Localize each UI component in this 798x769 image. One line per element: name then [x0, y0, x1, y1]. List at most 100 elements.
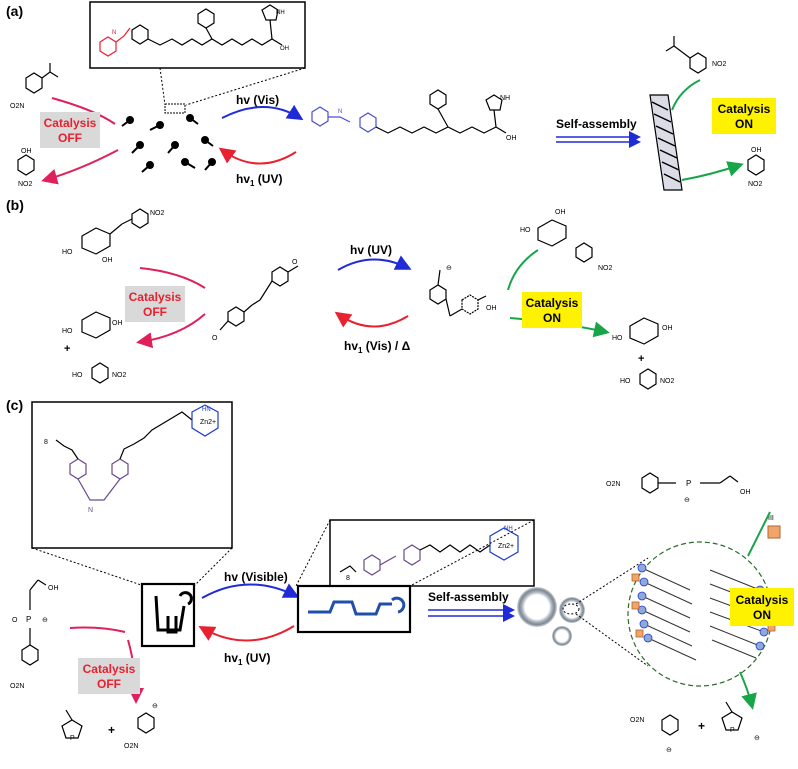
no2-b1: NO2 — [150, 210, 165, 217]
ho-b4: HO — [520, 227, 531, 234]
ho-b3: HO — [72, 372, 83, 379]
catalysis-off-box-b — [125, 286, 185, 322]
arrow-b-green-in — [507, 249, 539, 291]
zoom-line-c1-right — [191, 547, 233, 589]
oh-b5: OH — [662, 325, 673, 332]
panel-a-zoom-box — [89, 1, 306, 69]
panel-c-nitrophenolate — [137, 712, 155, 734]
oh-b2: OH — [112, 320, 123, 327]
catalysis-on-box-b — [522, 292, 582, 328]
azo-n-a2: N — [338, 109, 342, 115]
azo-n-a: N — [112, 30, 116, 36]
arrow-a-vis — [221, 104, 304, 121]
no2-b4: NO2 — [660, 378, 675, 385]
trans-cartoon-shape — [308, 600, 392, 616]
catalysis-on-b-1: Catalysis — [526, 296, 579, 310]
oh-a-right: OH — [751, 147, 762, 154]
o2n-c4: O2N — [630, 717, 644, 724]
panel-a-product — [17, 154, 35, 176]
catalysis-off-c-2: OFF — [97, 677, 121, 691]
ho-b6: HO — [620, 378, 631, 385]
nh-label-a2: NH — [500, 95, 510, 102]
zoom-line-a-right — [185, 67, 306, 106]
panel-a-fibril — [649, 94, 683, 191]
arrow-a-prod-out — [41, 149, 119, 185]
panel-c-trans-cartoon — [296, 584, 412, 634]
arrow-c-green-out — [739, 671, 757, 710]
label-c-uv: hv1 (UV) — [224, 651, 270, 667]
sub8-c2: 8 — [346, 575, 350, 582]
zoom-target-a — [164, 103, 186, 114]
no2-b3: NO2 — [598, 265, 613, 272]
panel-c-cis-amphiphile — [55, 404, 219, 501]
panel-b-label: (b) — [6, 197, 24, 213]
arrow-c-green-in — [747, 511, 771, 557]
catalysis-on-c-1: Catalysis — [736, 593, 789, 607]
panel-a-zoom-peptide — [99, 4, 283, 57]
o2n-c1: O2N — [10, 683, 24, 690]
iii-c1: III — [768, 515, 774, 522]
zoom-line-a-left — [159, 67, 166, 106]
arrow-b-prod-out — [136, 313, 206, 349]
arrow-c-vis — [201, 583, 300, 599]
panel-c-substrate-right — [641, 472, 739, 494]
minus-b1: ⊖ — [446, 265, 452, 272]
trans-cartoon-head — [390, 596, 406, 614]
catalysis-on-c-2: ON — [753, 608, 771, 622]
oh-a-left: OH — [21, 148, 32, 155]
substrate-cube — [767, 525, 781, 539]
sub8-c1: 8 — [44, 439, 48, 446]
zoom-line-c3-bottom — [575, 613, 649, 667]
oh-c3: OH — [740, 489, 751, 496]
vesicle-zoom-target — [562, 603, 580, 615]
o-minus-b2: O — [212, 335, 218, 342]
label-a-selfassembly: Self-assembly — [556, 117, 637, 131]
zn-c1: Zn2+ — [200, 419, 216, 426]
panel-b-substrate — [81, 208, 149, 255]
vesicle-mid — [559, 597, 585, 623]
panel-c-trans-amphiphile — [339, 527, 519, 576]
panel-c-substrate-left — [21, 579, 47, 666]
panel-a: (a) N OH NH — [6, 1, 776, 191]
o-minus-b1: O — [292, 259, 298, 266]
minus-c1: ⊖ — [42, 617, 48, 624]
plus-b1: + — [64, 343, 70, 355]
panel-c-label: (c) — [6, 397, 23, 413]
panel-a-monomers — [121, 114, 216, 173]
catalysis-on-a-2: ON — [735, 117, 753, 131]
ho-b2: HO — [62, 328, 73, 335]
label-c-vis: hv (Visible) — [224, 570, 288, 584]
panel-c-cis-cartoon — [140, 582, 196, 648]
p-c3: P — [686, 479, 691, 488]
oh-label-a1: OH — [280, 46, 289, 52]
oh-b1: OH — [102, 257, 113, 264]
zn-c2: Zn2+ — [498, 543, 514, 550]
no2-a-left: NO2 — [18, 181, 33, 188]
no2-a-right: NO2 — [712, 61, 727, 68]
arrow-a-green-in — [671, 79, 701, 111]
arrow-a-uv — [218, 147, 297, 165]
panel-b-glucose-right — [629, 317, 659, 345]
label-a-vis: hv (Vis) — [236, 93, 279, 107]
vesicle-large — [517, 587, 557, 627]
panel-c-nitrophenolate-right — [661, 714, 679, 736]
arrow-b-uv — [337, 255, 412, 271]
panel-a-substrate-right — [665, 36, 707, 74]
nh-label-a1: NH — [276, 10, 285, 16]
label-b-vis: hv1 (Vis) / Δ — [344, 339, 411, 355]
catalysis-on-b-2: ON — [543, 311, 561, 325]
ho-b1: HO — [62, 249, 73, 256]
o-c1: O — [12, 617, 18, 624]
panel-a-trans-peptide — [311, 89, 507, 134]
panel-a-substrate — [25, 63, 59, 94]
catalysis-off-box-c — [78, 658, 140, 694]
oh-c1: OH — [48, 585, 59, 592]
oh-label-a2: OH — [506, 135, 517, 142]
catalysis-off-b-2: OFF — [143, 305, 167, 319]
label-b-uv: hv (UV) — [350, 243, 392, 257]
catalysis-off-c-1: Catalysis — [83, 662, 136, 676]
no2-b2: NO2 — [112, 372, 127, 379]
p-c4: P — [730, 727, 735, 734]
p-c2: P — [70, 735, 75, 742]
